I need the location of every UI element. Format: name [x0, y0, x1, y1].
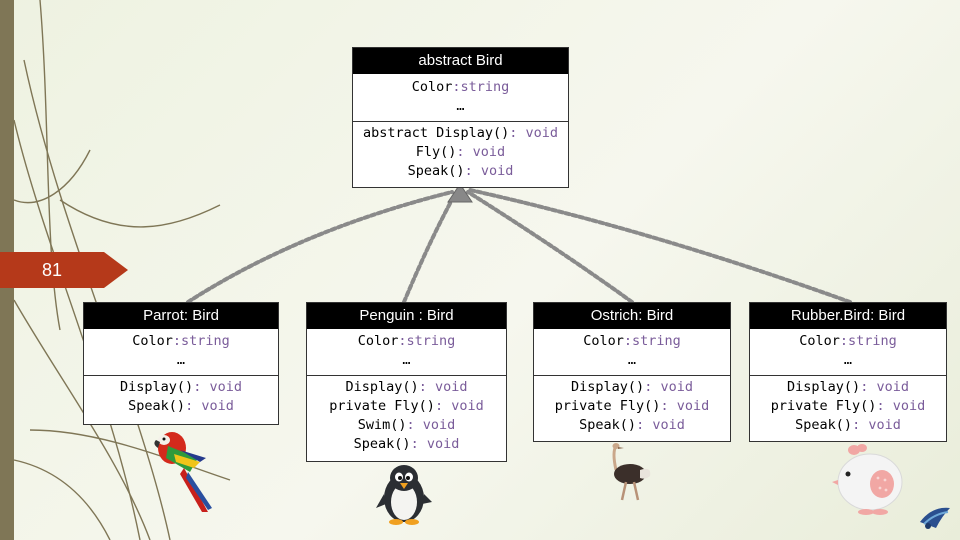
- attribute-name: Color: [357, 333, 399, 349]
- method-type: : void: [456, 144, 506, 160]
- method-name: Speak(): [795, 417, 853, 433]
- method-name: Speak(): [128, 398, 186, 414]
- methods-section: Display(): void Speak(): void: [84, 375, 278, 418]
- attribute-name: Color: [799, 333, 840, 349]
- slide-number-badge: [0, 252, 128, 288]
- attributes-section: Color:string …: [84, 329, 278, 375]
- attribute-ellipsis: …: [402, 352, 411, 368]
- uml-class-bird: abstract Bird Color:string … abstract Di…: [352, 47, 569, 188]
- method-name: private Fly(): [554, 398, 661, 414]
- attributes-section: Color:string …: [353, 74, 568, 121]
- method-name: Display(): [571, 379, 645, 395]
- uml-class-ostrich: Ostrich: Bird Color:string … Display(): …: [533, 302, 731, 442]
- method-name: Speak(): [407, 163, 465, 179]
- method-name: Speak(): [353, 436, 411, 452]
- attribute-name: Color: [132, 333, 173, 349]
- attribute-type: :string: [839, 333, 897, 349]
- method-type: : void: [509, 125, 559, 141]
- slide-number: 81: [41, 260, 63, 280]
- arrow-parrot: [186, 190, 454, 304]
- class-name: Penguin : Bird: [307, 303, 506, 329]
- method-type: : void: [860, 379, 909, 395]
- methods-section: Display(): void private Fly(): void Spea…: [750, 375, 946, 437]
- attribute-type: :string: [452, 79, 510, 95]
- logo-icon: [920, 507, 950, 529]
- method-type: : void: [410, 436, 460, 452]
- attribute-ellipsis: …: [456, 98, 465, 114]
- arrow-penguin: [402, 194, 456, 304]
- inheritance-arrowhead: [447, 183, 473, 203]
- method-type: : void: [185, 398, 234, 414]
- method-name: Fly(): [415, 144, 457, 160]
- uml-class-penguin: Penguin : Bird Color:string … Display():…: [306, 302, 507, 462]
- ostrich-image: [612, 443, 651, 501]
- attributes-section: Color:string …: [307, 329, 506, 375]
- method-name: Speak(): [579, 417, 637, 433]
- attribute-ellipsis: …: [176, 352, 186, 368]
- methods-section: Display(): void private Fly(): void Swim…: [307, 375, 506, 456]
- methods-section: abstract Display(): void Fly(): void Spe…: [353, 121, 568, 183]
- method-name: Swim(): [357, 417, 407, 433]
- method-type: : void: [644, 379, 693, 395]
- attribute-type: :string: [623, 333, 681, 349]
- arrow-rubber-bird: [468, 188, 852, 304]
- uml-class-rubber-bird: Rubber.Bird: Bird Color:string … Display…: [749, 302, 947, 442]
- rubber-bird-image: [832, 444, 903, 515]
- arrow-ostrich: [466, 190, 634, 304]
- method-type: : void: [660, 398, 710, 414]
- methods-section: Display(): void private Fly(): void Spea…: [534, 375, 730, 437]
- attributes-section: Color:string …: [534, 329, 730, 375]
- attribute-name: Color: [411, 79, 453, 95]
- attribute-type: :string: [398, 333, 456, 349]
- attribute-ellipsis: …: [843, 352, 853, 368]
- method-type: : void: [876, 398, 926, 414]
- class-name: Ostrich: Bird: [534, 303, 730, 329]
- method-type: : void: [193, 379, 242, 395]
- method-type: : void: [636, 417, 685, 433]
- class-name: abstract Bird: [353, 48, 568, 74]
- class-name: Parrot: Bird: [84, 303, 278, 329]
- attributes-section: Color:string …: [750, 329, 946, 375]
- parrot-image: [154, 432, 212, 512]
- method-name: Display(): [120, 379, 194, 395]
- attribute-name: Color: [583, 333, 624, 349]
- method-type: : void: [852, 417, 901, 433]
- uml-class-parrot: Parrot: Bird Color:string … Display(): v…: [83, 302, 279, 425]
- attribute-type: :string: [172, 333, 230, 349]
- penguin-image: [376, 465, 432, 525]
- method-name: abstract Display(): [362, 125, 510, 141]
- method-name: Display(): [345, 379, 419, 395]
- class-name: Rubber.Bird: Bird: [750, 303, 946, 329]
- method-name: Display(): [787, 379, 861, 395]
- method-type: : void: [418, 379, 468, 395]
- method-name: private Fly(): [770, 398, 877, 414]
- attribute-ellipsis: …: [627, 352, 637, 368]
- method-name: private Fly(): [329, 398, 435, 414]
- method-type: : void: [406, 417, 456, 433]
- method-type: : void: [434, 398, 484, 414]
- method-type: : void: [464, 163, 514, 179]
